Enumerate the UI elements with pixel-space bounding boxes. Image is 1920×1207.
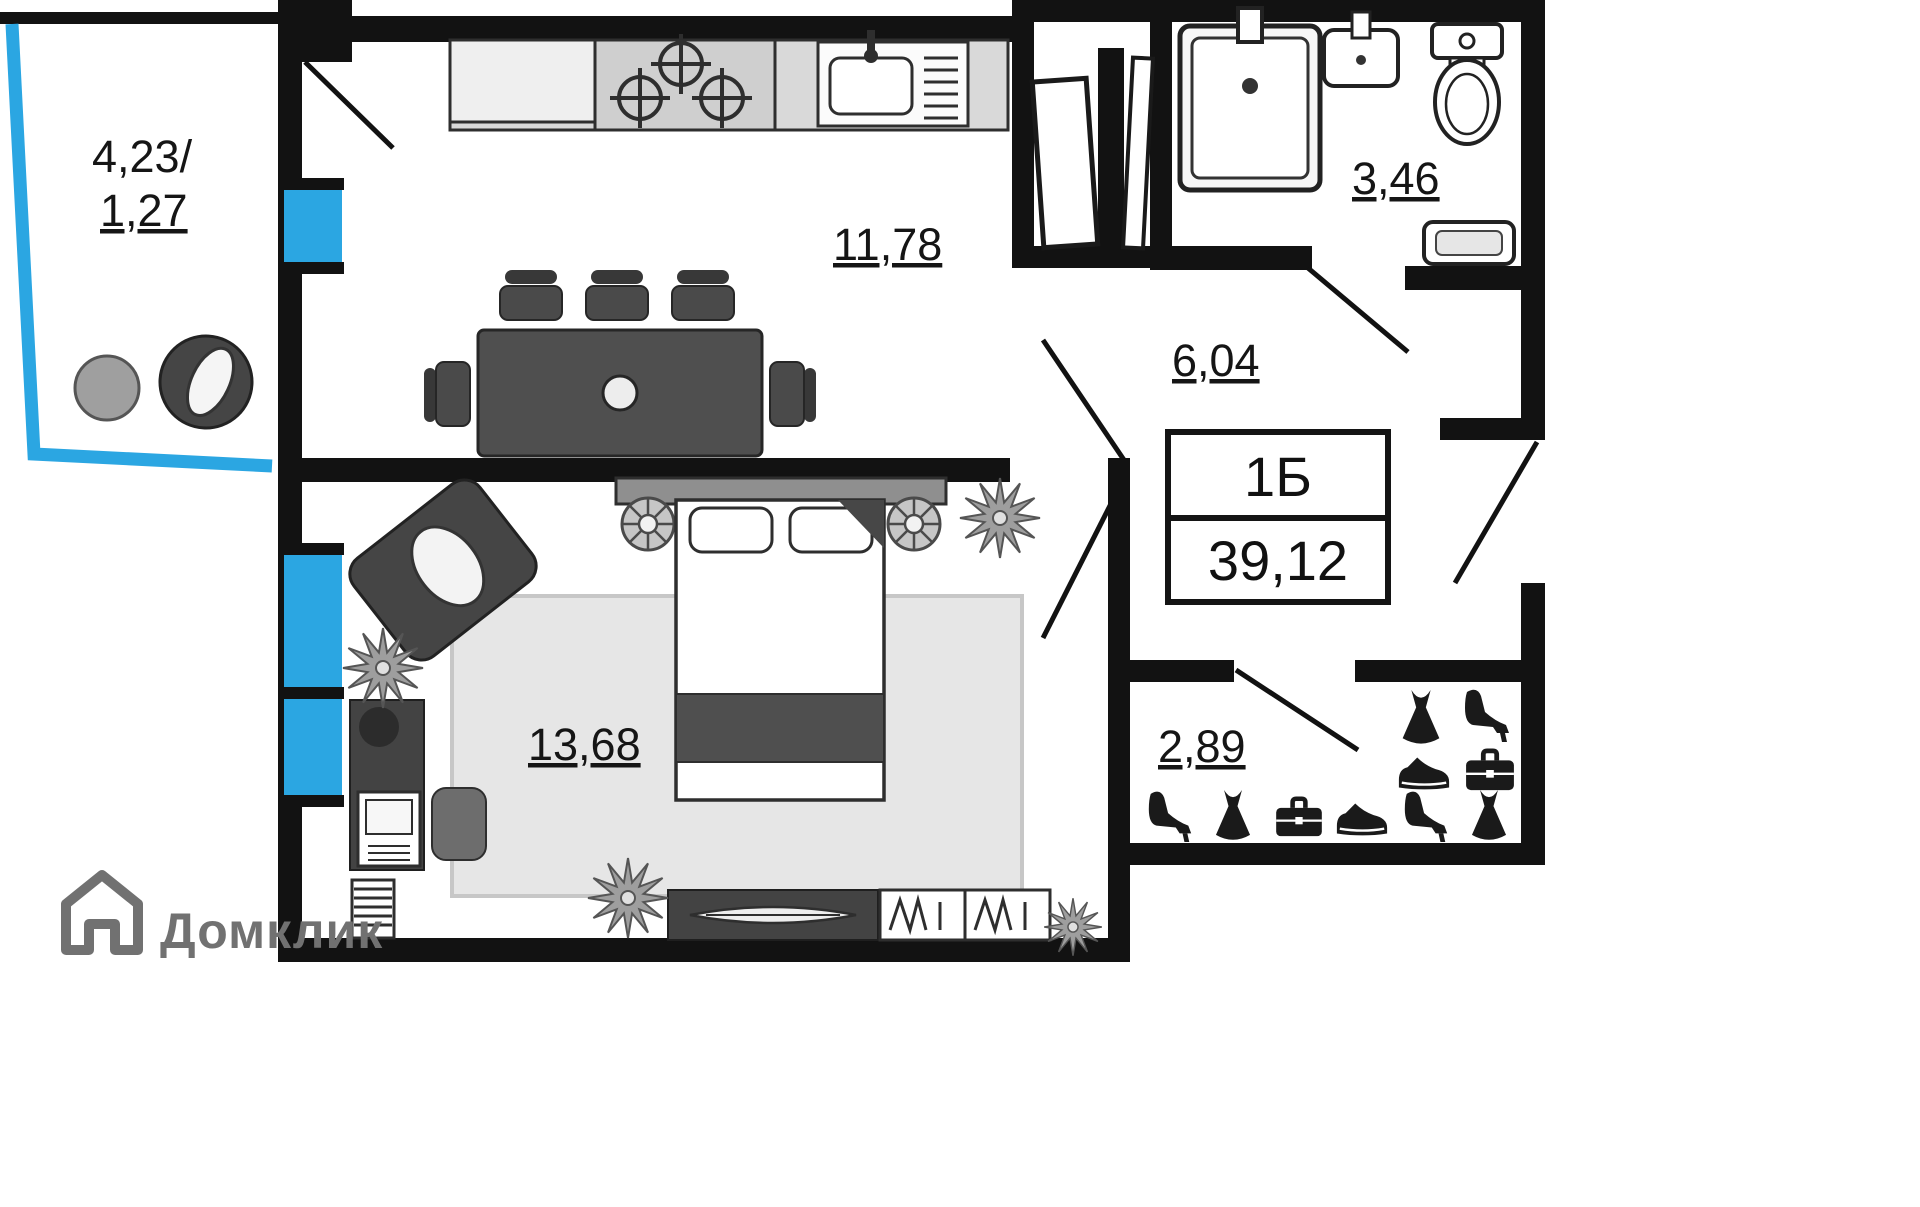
hall-area-label: 6,04 — [1172, 335, 1260, 386]
kitchen-sink — [816, 30, 970, 128]
room-kitchen-living: 11,78 — [424, 30, 1010, 458]
room-balcony: 4,23/ 1,27 — [73, 131, 254, 430]
house-logo-icon — [61, 870, 143, 955]
tv-stand — [667, 889, 879, 941]
bedroom-area-label: 13,68 — [528, 719, 641, 770]
dresser — [878, 888, 1052, 942]
apartment-type-label: 1Б — [1244, 445, 1312, 508]
dining-set — [424, 270, 816, 458]
kitchen-area-label: 11,78 — [833, 219, 942, 270]
toilet — [1430, 22, 1504, 146]
desk-area — [349, 699, 487, 940]
kitchen-cabinet — [448, 38, 597, 124]
balcony-table — [73, 354, 141, 422]
stove — [593, 32, 777, 132]
room-wardrobe: 2,89 — [1148, 689, 1514, 842]
living-door-swing — [1040, 338, 1127, 462]
bedroom-door-swing — [1040, 476, 1127, 640]
bathroom-door-swing — [1306, 266, 1410, 354]
brand-logo-text: Домклик — [160, 903, 383, 959]
balcony-area-label-top: 4,23/ — [92, 131, 193, 182]
window-unit — [1029, 55, 1156, 251]
wardrobe-area-label: 2,89 — [1158, 721, 1246, 772]
laptop — [356, 790, 422, 868]
room-hall: 6,04 1Б 39,12 — [1165, 335, 1391, 605]
towel-rail — [1422, 220, 1516, 266]
balcony-glazing — [5, 23, 273, 473]
bathroom-area-label: 3,46 — [1352, 153, 1440, 204]
brand-logo: Домклик — [61, 870, 383, 959]
windows — [282, 178, 344, 807]
bed — [614, 476, 948, 802]
shower-sink — [1177, 6, 1323, 193]
door-swings — [303, 60, 1540, 753]
balcony-chair — [158, 334, 254, 430]
balcony-area-label-bottom: 1,27 — [100, 185, 188, 236]
radiator — [350, 878, 396, 940]
room-bedroom: 13,68 — [342, 476, 1103, 957]
desk-chair — [431, 787, 487, 861]
total-area-label: 39,12 — [1208, 529, 1348, 592]
desk-lamp — [359, 707, 399, 747]
apartment-info-box: 1Б 39,12 — [1165, 429, 1391, 605]
drainer — [924, 56, 958, 120]
balcony-door-swing — [303, 60, 395, 150]
room-bathroom: 3,46 — [1177, 6, 1516, 266]
wardrobe-door-swing — [1234, 667, 1360, 753]
armchair — [348, 478, 538, 662]
washbasin — [1322, 10, 1400, 88]
entrance-door-swing — [1452, 440, 1540, 585]
